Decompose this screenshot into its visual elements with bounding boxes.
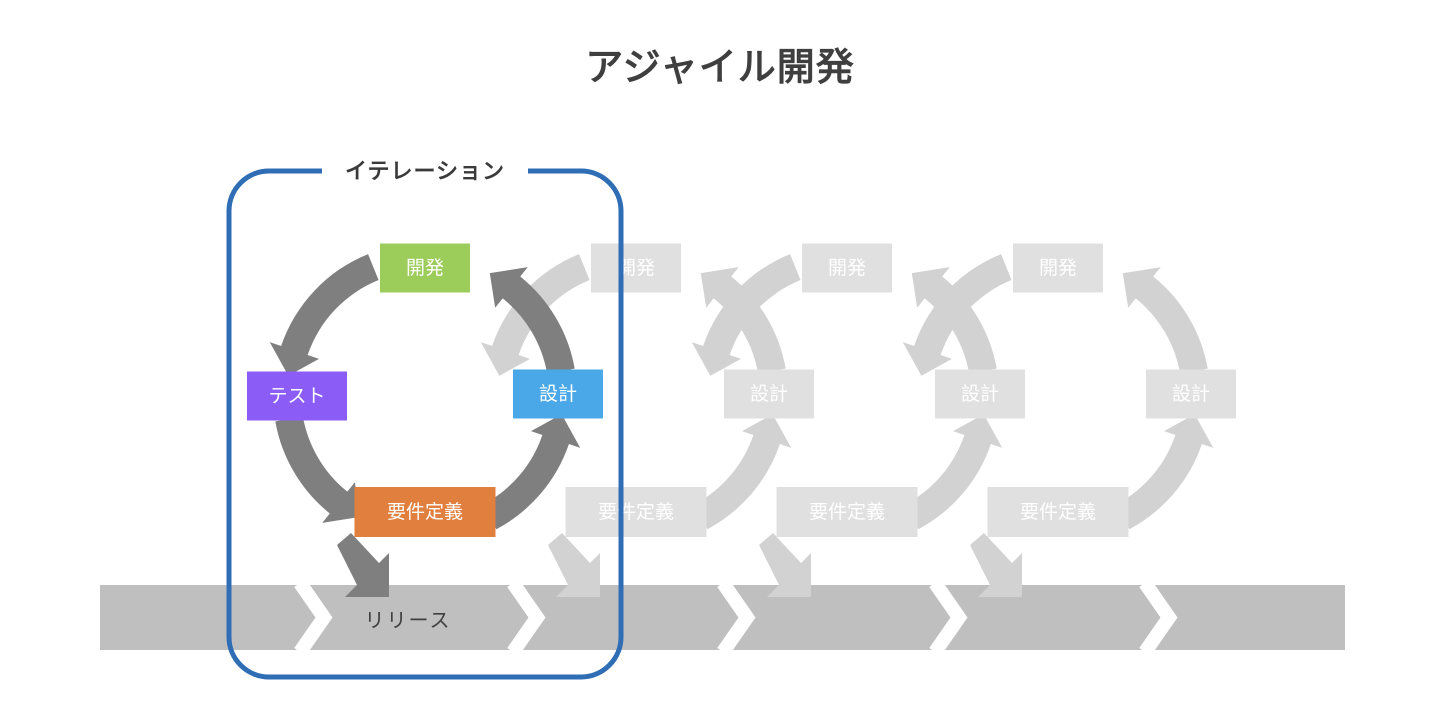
- cycle-arrow-requirements-to-design: [1116, 414, 1214, 530]
- step-design-box: [513, 369, 603, 419]
- step-development-label: 開発: [1039, 257, 1077, 279]
- step-test-box: [247, 371, 347, 421]
- step-requirements-label: 要件定義: [809, 501, 885, 523]
- step-requirements-box: [354, 487, 496, 537]
- step-design-box: [935, 369, 1025, 419]
- step-requirements-label: 要件定義: [598, 501, 674, 523]
- step-test: テスト: [247, 371, 347, 421]
- cycle-arrow-requirements-to-design: [694, 414, 792, 530]
- step-development: 開発: [380, 243, 470, 293]
- release-arrow: [548, 533, 600, 597]
- timeline-chevron-separator: [929, 579, 968, 656]
- step-design-label: 設計: [539, 383, 577, 405]
- timeline-chevron-separator: [717, 579, 756, 656]
- release-arrow: [759, 533, 811, 597]
- cycle-arrow-development-continuation: [691, 254, 801, 376]
- step-requirements-label: 要件定義: [387, 501, 463, 523]
- cycle-arrow-design-to-development: [1122, 267, 1208, 374]
- step-design: 設計: [1146, 369, 1236, 419]
- step-design-box: [1146, 369, 1236, 419]
- cycle-arrow-requirements-to-design: [905, 414, 1003, 530]
- cycle-arrow-development-continuation: [902, 254, 1012, 376]
- step-requirements-box: [565, 487, 707, 537]
- step-development: 開発: [802, 243, 892, 293]
- step-development-label: 開発: [406, 257, 444, 279]
- timeline-chevron-separator: [507, 579, 546, 656]
- step-design: 設計: [935, 369, 1025, 419]
- step-design: 設計: [724, 369, 814, 419]
- release-label: リリース: [365, 608, 452, 632]
- step-development: 開発: [591, 243, 681, 293]
- step-development-box: [1013, 243, 1103, 293]
- step-requirements: 要件定義: [354, 487, 496, 537]
- step-design-label: 設計: [750, 383, 788, 405]
- iteration-label: イテレーション: [345, 160, 505, 185]
- step-requirements-label: 要件定義: [1020, 501, 1096, 523]
- step-requirements: 要件定義: [565, 487, 707, 537]
- step-design: 設計: [513, 369, 603, 419]
- step-design-label: 設計: [1172, 383, 1210, 405]
- step-test-label: テスト: [268, 385, 325, 407]
- iteration-label-background: [322, 156, 528, 188]
- cycle-arrow-development-to-test: [269, 254, 379, 376]
- iteration-frame: イテレーション: [226, 156, 624, 680]
- step-requirements-box: [776, 487, 918, 537]
- step-development-box: [591, 243, 681, 293]
- cycle-arrow-test-to-requirements: [275, 416, 361, 523]
- cycle-arrow-design-to-development: [489, 267, 575, 374]
- step-requirements-box: [987, 487, 1129, 537]
- page-title: アジャイル開発: [585, 45, 855, 89]
- step-development-box: [802, 243, 892, 293]
- cycle-4: 要件定義 設計 開発: [902, 243, 1236, 597]
- release-arrow: [337, 533, 389, 597]
- step-requirements: 要件定義: [987, 487, 1129, 537]
- step-requirements: 要件定義: [776, 487, 918, 537]
- timeline-chevron-separator: [1139, 579, 1178, 656]
- step-design-box: [724, 369, 814, 419]
- cycle-arrow-requirements-to-design: [483, 414, 581, 530]
- step-development-box: [380, 243, 470, 293]
- timeline: [100, 579, 1345, 656]
- step-development-label: 開発: [828, 257, 866, 279]
- step-development-label: 開発: [617, 257, 655, 279]
- timeline-chevron-separator: [294, 579, 333, 656]
- step-design-label: 設計: [961, 383, 999, 405]
- step-development: 開発: [1013, 243, 1103, 293]
- release-arrow: [970, 533, 1022, 597]
